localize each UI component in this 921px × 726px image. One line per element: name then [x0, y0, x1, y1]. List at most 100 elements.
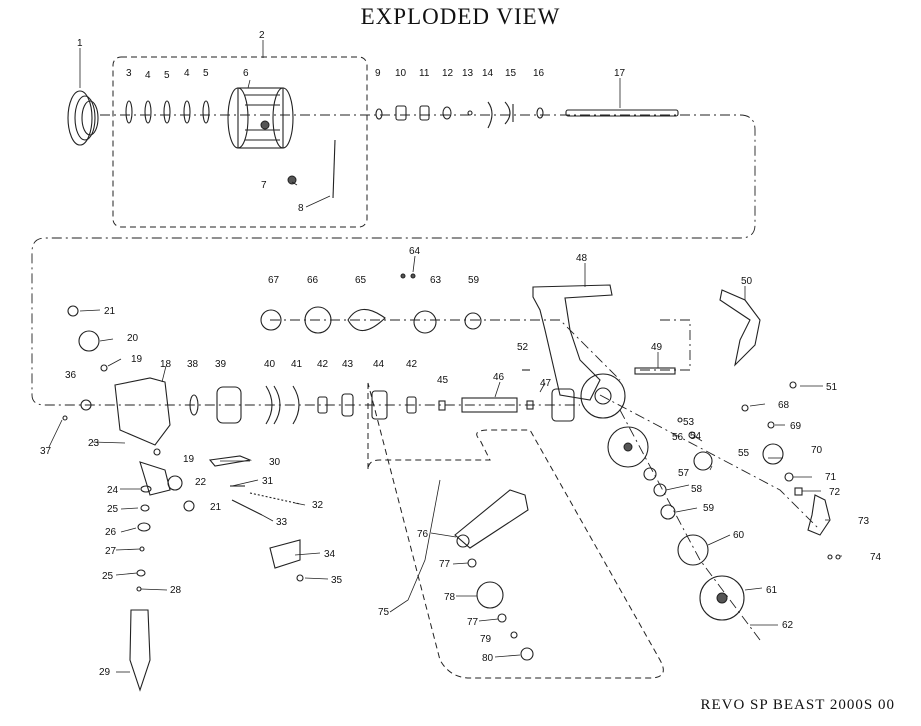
handle-group-box — [367, 382, 664, 679]
label-64: 64 — [409, 246, 421, 257]
label-16: 16 — [533, 68, 545, 79]
part-labels: 1 2 3 4 5 4 5 6 7 8 9 10 11 12 13 14 15 … — [40, 30, 882, 678]
label-50: 50 — [741, 276, 753, 287]
label-17: 17 — [614, 68, 626, 79]
label-3: 3 — [126, 68, 132, 79]
label-4: 4 — [145, 70, 151, 81]
label-70: 70 — [811, 445, 823, 456]
label-42: 42 — [317, 359, 329, 370]
label-47: 47 — [540, 378, 552, 389]
label-45: 45 — [437, 375, 449, 386]
label-63: 63 — [430, 275, 442, 286]
label-53: 53 — [683, 417, 695, 428]
bail-axis-line — [640, 319, 691, 371]
label-30: 30 — [269, 457, 281, 468]
label-4b: 4 — [184, 68, 190, 79]
label-9: 9 — [375, 68, 381, 79]
label-58: 58 — [691, 484, 703, 495]
part-6-spool — [227, 87, 294, 149]
label-43: 43 — [342, 359, 354, 370]
label-52: 52 — [517, 342, 529, 353]
label-22: 22 — [195, 477, 207, 488]
label-68: 68 — [778, 400, 790, 411]
label-46: 46 — [493, 372, 505, 383]
label-79: 79 — [480, 634, 492, 645]
label-42b: 42 — [406, 359, 418, 370]
model-caption: REVO SP BEAST 2000S 00 — [700, 697, 895, 713]
label-6: 6 — [243, 68, 249, 79]
label-59: 59 — [703, 503, 715, 514]
middle-row-parts — [189, 385, 534, 425]
part-8-clip — [332, 139, 336, 199]
label-14: 14 — [482, 68, 494, 79]
leader-lines — [48, 40, 842, 673]
top-row-parts — [375, 101, 679, 129]
label-34: 34 — [324, 549, 336, 560]
label-15: 15 — [505, 68, 517, 79]
label-57: 57 — [678, 468, 690, 479]
label-73: 73 — [858, 516, 870, 527]
label-65: 65 — [355, 275, 367, 286]
label-67: 67 — [268, 275, 280, 286]
label-27: 27 — [105, 546, 117, 557]
label-26: 26 — [105, 527, 117, 538]
label-71: 71 — [825, 472, 837, 483]
handle-parts — [454, 489, 534, 661]
part-7-screw — [287, 175, 297, 185]
label-12: 12 — [442, 68, 454, 79]
label-28: 28 — [170, 585, 182, 596]
label-1: 1 — [77, 38, 83, 49]
label-76: 76 — [417, 529, 429, 540]
rotor-axis-line — [619, 409, 761, 641]
diagram-title: EXPLODED VIEW — [360, 4, 561, 29]
label-69: 69 — [790, 421, 802, 432]
part-51-screw — [789, 381, 797, 389]
label-41: 41 — [291, 359, 303, 370]
label-78: 78 — [444, 592, 456, 603]
label-2: 2 — [259, 30, 265, 41]
label-35: 35 — [331, 575, 343, 586]
upper-row-parts — [260, 273, 482, 334]
label-23: 23 — [88, 438, 100, 449]
label-37: 37 — [40, 446, 52, 457]
parts-3-5-washers — [125, 100, 210, 124]
label-11: 11 — [419, 68, 430, 79]
label-32: 32 — [312, 500, 324, 511]
label-60: 60 — [733, 530, 745, 541]
label-39: 39 — [215, 359, 227, 370]
main-axis-line — [31, 114, 756, 406]
label-7: 7 — [261, 180, 267, 191]
label-20: 20 — [127, 333, 139, 344]
label-77b: 77 — [467, 617, 479, 628]
label-51: 51 — [826, 382, 838, 393]
label-10: 10 — [395, 68, 407, 79]
part-48-body — [532, 284, 626, 422]
label-77: 77 — [439, 559, 451, 570]
label-40: 40 — [264, 359, 276, 370]
label-61: 61 — [766, 585, 778, 596]
label-19b: 19 — [183, 454, 195, 465]
label-75: 75 — [378, 607, 390, 618]
label-66: 66 — [307, 275, 319, 286]
part-49-shaft — [634, 367, 676, 375]
gear-axis-line — [599, 394, 821, 531]
label-21b: 21 — [210, 502, 222, 513]
label-74: 74 — [870, 552, 882, 563]
label-13: 13 — [462, 68, 474, 79]
label-33: 33 — [276, 517, 288, 528]
label-5b: 5 — [203, 68, 209, 79]
label-19: 19 — [131, 354, 143, 365]
label-44: 44 — [373, 359, 385, 370]
label-72: 72 — [829, 487, 841, 498]
part-1-spool-cap — [67, 90, 99, 146]
label-29: 29 — [99, 667, 111, 678]
label-49: 49 — [651, 342, 663, 353]
spool-group-box — [112, 56, 368, 228]
label-31: 31 — [262, 476, 274, 487]
label-38: 38 — [187, 359, 199, 370]
part-50-cover — [719, 289, 761, 367]
label-25: 25 — [107, 504, 119, 515]
label-54: 54 — [690, 431, 702, 442]
